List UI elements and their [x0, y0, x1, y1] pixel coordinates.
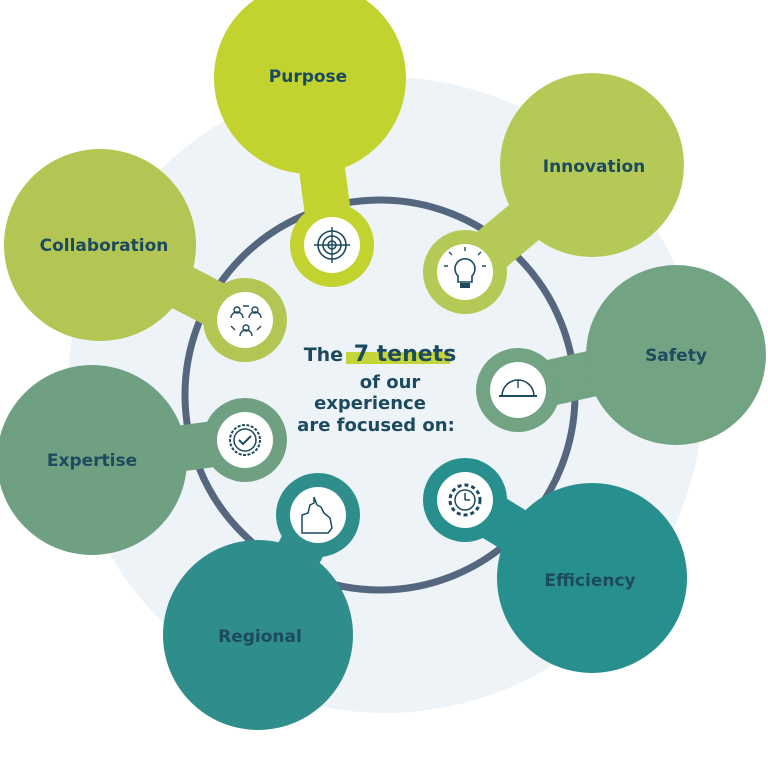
- tenet-bubble: [0, 365, 187, 555]
- tenet-label: Innovation: [543, 157, 646, 177]
- tenet-regional: Regional: [163, 473, 360, 730]
- tenet-label: Collaboration: [40, 236, 169, 256]
- tenet-bubble: [497, 483, 687, 673]
- target-icon: [314, 227, 350, 263]
- title-highlight: [346, 352, 450, 364]
- tenet-expertise: Expertise: [0, 365, 287, 555]
- tenet-bubble: [500, 73, 684, 257]
- queensland-map-icon: [301, 496, 333, 534]
- tenet-bubble: [214, 0, 406, 174]
- title-highlight-text: 7 tenets: [354, 342, 457, 367]
- hard-hat-icon: [499, 379, 537, 397]
- tenet-efficiency: Efficiency: [423, 458, 687, 673]
- tenet-innovation: Innovation: [423, 73, 684, 314]
- tenet-safety: Safety: [476, 265, 766, 445]
- tenet-label: Safety: [645, 346, 707, 366]
- tenet-label: Purpose: [269, 67, 347, 87]
- tenet-bubble: [163, 540, 353, 730]
- tenet-label: Expertise: [47, 451, 137, 471]
- svg-text:The 7 tenets: The 7 tenets: [304, 342, 457, 367]
- tenet-label: Efficiency: [544, 571, 635, 591]
- tenet-collaboration: Collaboration: [4, 149, 287, 362]
- people-cycle-icon: [230, 305, 262, 337]
- title-line3: experience: [314, 393, 426, 414]
- center-title: The 7 tenets of our experience are focus…: [297, 342, 456, 436]
- tenet-label: Regional: [218, 627, 302, 647]
- tenet-purpose: Purpose: [214, 0, 406, 287]
- title-line2: of our: [360, 372, 421, 393]
- tenet-bubble: [4, 149, 196, 341]
- check-badge-icon: [229, 424, 261, 456]
- gear-clock-icon: [448, 483, 482, 517]
- title-line4: are focused on:: [297, 415, 455, 436]
- tenet-bubble: [586, 265, 766, 445]
- lightbulb-icon: [444, 247, 486, 288]
- title-prefix: The: [304, 344, 343, 366]
